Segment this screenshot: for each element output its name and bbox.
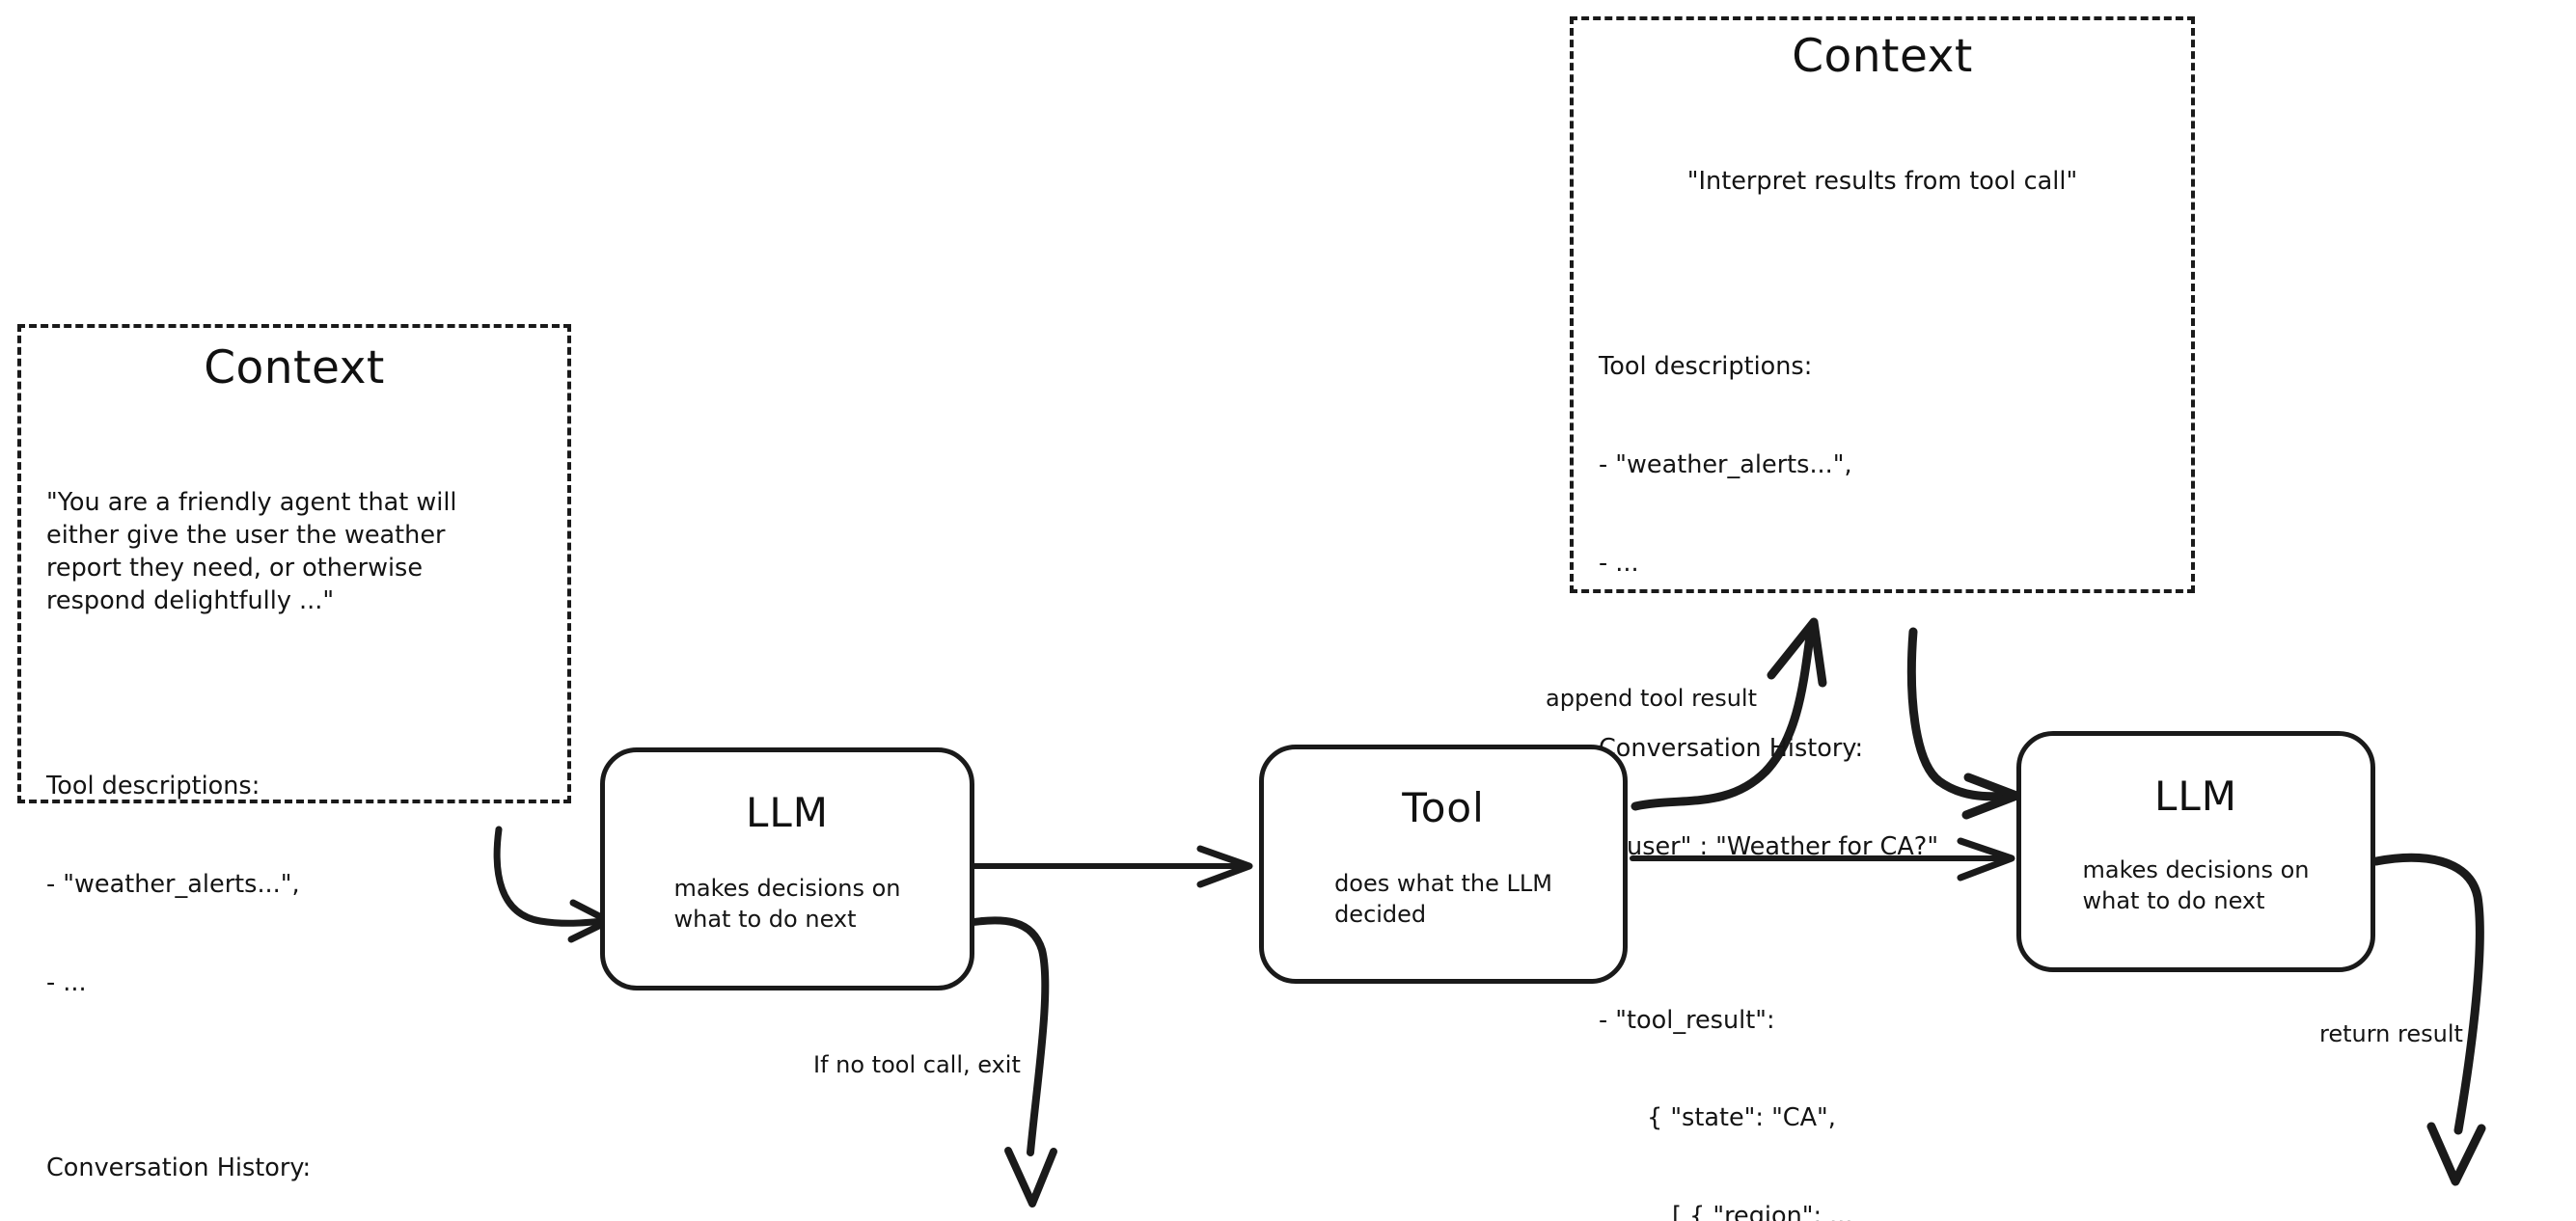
edge-label-exit-branch: If no tool call, exit xyxy=(813,1051,1021,1078)
context-right-title: Context xyxy=(1792,30,1973,83)
context-left-tools-line-1: - "weather_alerts...", xyxy=(46,869,300,899)
edge-llm-to-tool xyxy=(967,845,1253,888)
edge-label-append-tool-result: append tool result xyxy=(1546,685,1757,712)
node-llm-first-subtitle: makes decisions on what to do next xyxy=(673,875,901,933)
context-left-tools-heading: Tool descriptions: xyxy=(46,772,260,801)
node-tool-title: Tool xyxy=(1402,784,1485,831)
context-left-conversation-heading: Conversation History: xyxy=(46,1153,312,1183)
context-right-tool-result-line-2: [ { "region": ... xyxy=(1672,1202,1853,1221)
context-left-title: Context xyxy=(204,341,385,394)
node-tool-subtitle: does what the LLM decided xyxy=(1334,870,1552,928)
spacer xyxy=(46,1065,542,1087)
context-left-system-prompt: "You are a friendly agent that will eith… xyxy=(46,487,457,615)
context-right-tool-result-heading: - "tool_result": xyxy=(1599,1005,1775,1035)
context-box-right: Context "Interpret results from tool cal… xyxy=(1570,16,2195,1221)
node-tool[interactable]: Tool does what the LLM decided xyxy=(1259,745,1628,984)
context-right-system-prompt: "Interpret results from tool call" xyxy=(1686,166,2078,196)
context-right-body: "Interpret results from tool call" Tool … xyxy=(1599,100,2166,1221)
context-right-tool-result-line-1: { "state": "CA", xyxy=(1647,1103,1836,1133)
node-llm-second[interactable]: LLM makes decisions on what to do next xyxy=(2016,731,2375,972)
spacer xyxy=(1599,646,2166,668)
node-llm-second-subtitle: makes decisions on what to do next xyxy=(2082,856,2310,914)
spacer xyxy=(46,683,542,705)
node-llm-second-title: LLM xyxy=(2153,773,2238,820)
context-left-body: "You are a friendly agent that will eith… xyxy=(46,421,542,1221)
spacer xyxy=(1599,264,2166,286)
node-llm-first[interactable]: LLM makes decisions on what to do next xyxy=(600,747,974,990)
context-box-left: Context "You are a friendly agent that w… xyxy=(17,324,571,1182)
context-left-tools-line-2: - ... xyxy=(46,967,87,997)
context-right-conversation-heading: Conversation History: xyxy=(1599,734,1864,764)
edge-label-return-result: return result xyxy=(2319,1020,2463,1047)
context-right-tools-line-1: - "weather_alerts...", xyxy=(1599,450,1852,480)
context-right-tools-line-2: - ... xyxy=(1599,548,1639,578)
node-llm-first-title: LLM xyxy=(745,789,830,836)
context-right-tools-heading: Tool descriptions: xyxy=(1599,352,1813,382)
